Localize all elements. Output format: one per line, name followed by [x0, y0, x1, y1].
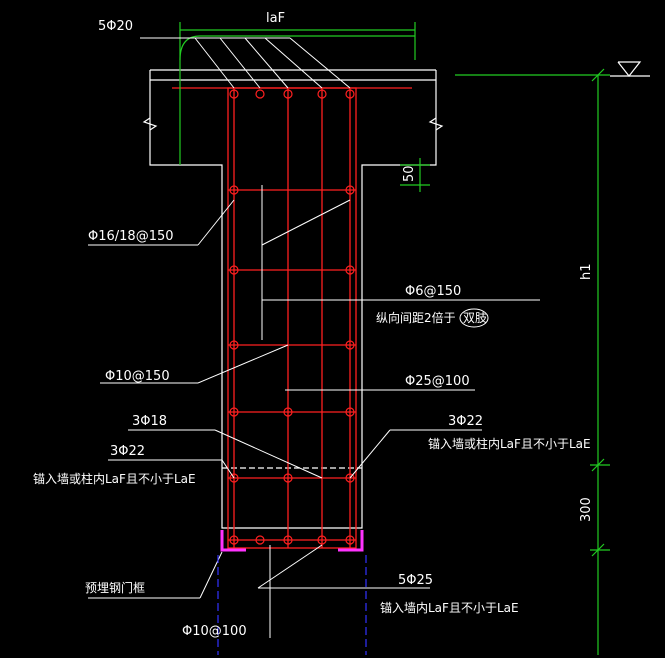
- anchor-right-label: 锚入墙或柱内LaF且不小于LaE: [428, 436, 591, 451]
- dimension-green: [179, 22, 430, 192]
- dim-300-label: 300: [579, 497, 594, 522]
- dimension-right: [455, 68, 610, 655]
- anchor-len-label: laF: [266, 11, 285, 26]
- leader-lines: [88, 37, 540, 638]
- horiz-bars-label: Φ10@150: [105, 369, 170, 384]
- rebar-dots: [229, 89, 355, 545]
- rebar-cage: [172, 87, 412, 549]
- dim-50-label: 50: [402, 165, 417, 182]
- anchor-bottom-label: 锚入墙内LaF且不小于LaE: [380, 600, 519, 615]
- stirrup-tie-label: Φ6@150: [405, 284, 461, 299]
- dim-h1-label: h1: [579, 263, 594, 280]
- top-bars-label: 5Φ20: [98, 19, 133, 34]
- concrete-outline: [142, 69, 444, 529]
- bars-3-22-right-label: 3Φ22: [448, 414, 483, 429]
- embedded-steel-frame: [220, 530, 364, 552]
- vert-bars-label: Φ25@100: [405, 374, 470, 389]
- tie-stamp-border: [459, 308, 489, 328]
- embedded-frame-label: 预埋钢门框: [85, 580, 145, 595]
- tie-note-label: 纵向间距2倍于: [376, 310, 456, 325]
- bars-3-22-left-label: 3Φ22: [110, 444, 145, 459]
- water-level-icon: [610, 61, 650, 77]
- stirrup-bottom-label: Φ10@100: [182, 624, 247, 639]
- bars-3-18-label: 3Φ18: [132, 414, 167, 429]
- stirrup-vert-label: Φ16/18@150: [88, 229, 174, 244]
- anchor-left-label: 锚入墙或柱内LaF且不小于LaE: [33, 471, 196, 486]
- tie-note-stamp: 双肢: [463, 310, 487, 325]
- bottom-bars-label: 5Φ25: [398, 573, 433, 588]
- hidden-lines: [217, 555, 367, 655]
